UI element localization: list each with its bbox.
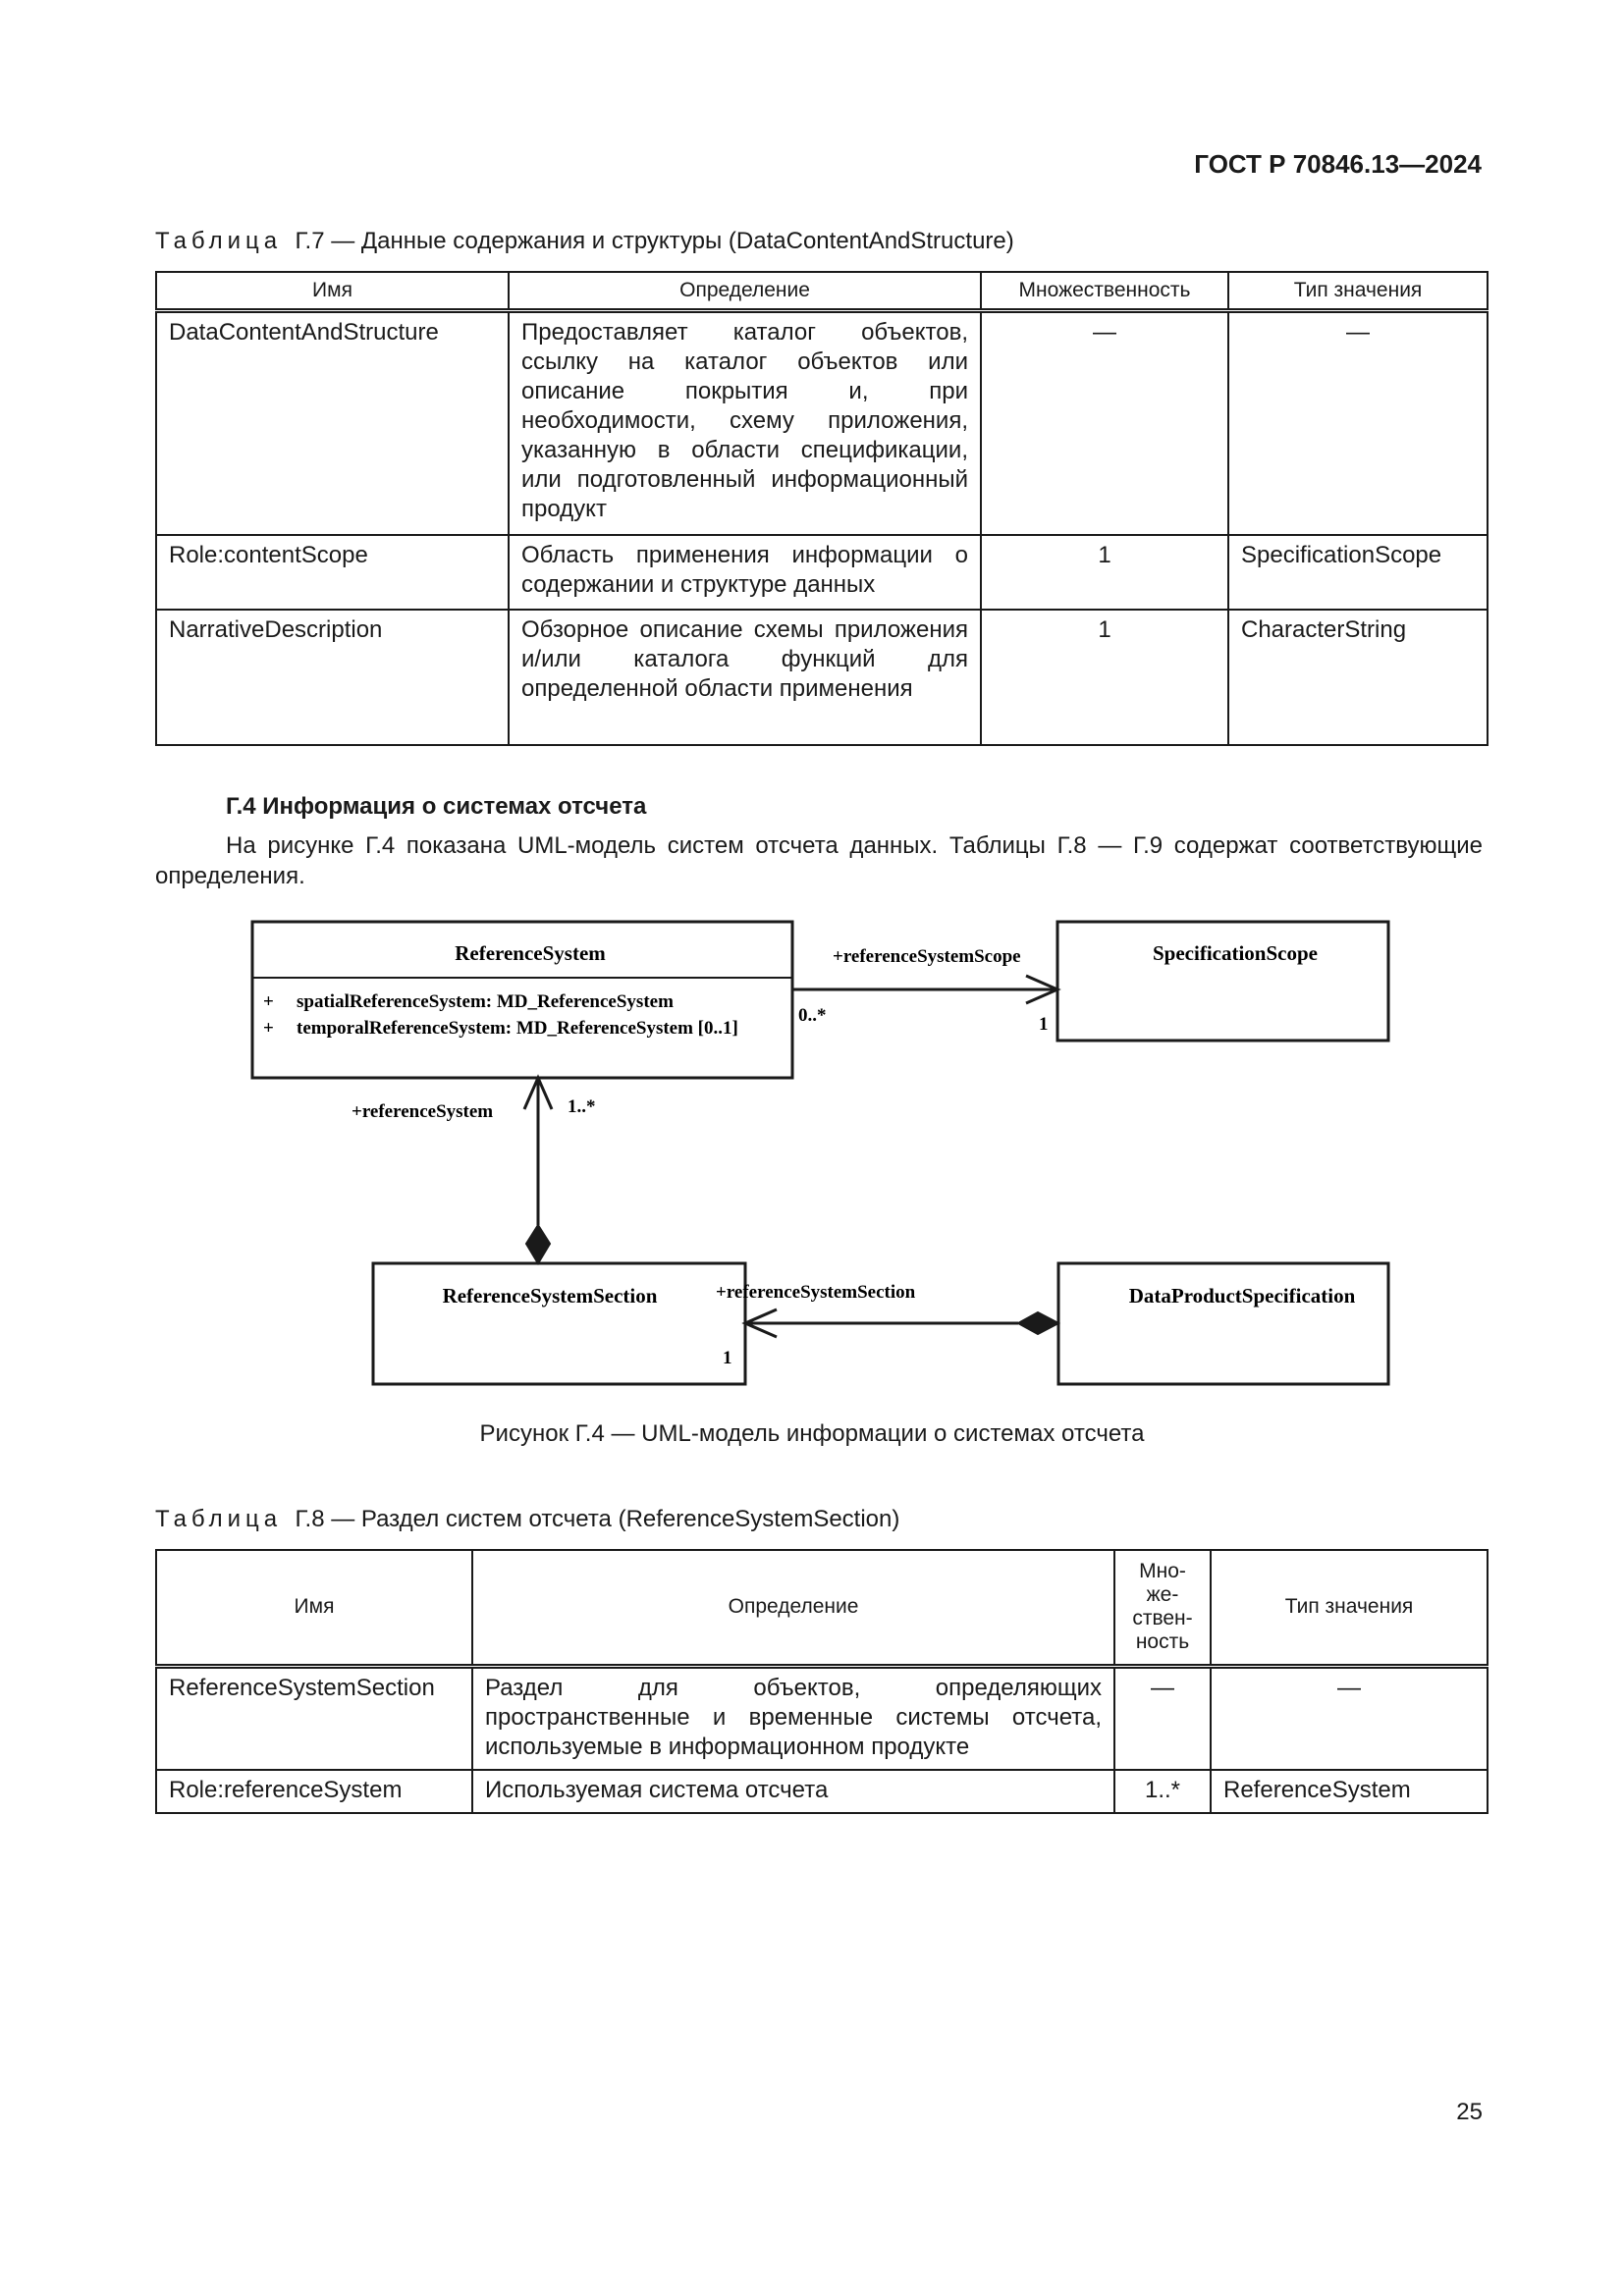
composition-diamond-icon xyxy=(1015,1310,1061,1336)
column-header-name: Имя xyxy=(155,1549,473,1667)
column-header-multiplicity: Множественность xyxy=(980,271,1229,312)
cell-definition: Область применения информации о содержан… xyxy=(508,533,982,611)
multiplicity-section: 1 xyxy=(723,1348,732,1368)
role-reference-system: +referenceSystem xyxy=(352,1101,493,1122)
cell-multiplicity: 1 xyxy=(980,608,1229,746)
class-name-reference-system-section: ReferenceSystemSection xyxy=(443,1284,658,1308)
document-code: ГОСТ Р 70846.13—2024 xyxy=(1194,149,1482,179)
cell-definition: Используемая система отсчета xyxy=(471,1769,1115,1814)
cell-definition: Предоставляет каталог объектов, ссылку н… xyxy=(508,309,982,536)
class-box-reference-system-section xyxy=(371,1261,747,1386)
column-header-value-type: Тип значения xyxy=(1227,271,1489,312)
table-7-caption-text: Г.7 — Данные содержания и структуры (Dat… xyxy=(295,228,1014,254)
arrow-head-icon xyxy=(522,1074,554,1110)
table-row: Role:referenceSystem Используемая систем… xyxy=(155,1769,1489,1814)
figure-caption: Рисунок Г.4 — UML-модель информации о си… xyxy=(479,1420,1145,1447)
arrow-head-icon xyxy=(1025,974,1061,1005)
attribute-temporal-reference-system: temporalReferenceSystem: MD_ReferenceSys… xyxy=(297,1018,738,1039)
cell-value-type: — xyxy=(1227,309,1489,536)
cell-name: ReferenceSystemSection xyxy=(155,1665,473,1771)
role-reference-system-section: +referenceSystemSection xyxy=(716,1282,916,1303)
arrow-head-icon xyxy=(741,1308,778,1339)
role-reference-system-scope: +referenceSystemScope xyxy=(833,946,1021,967)
cell-name: DataContentAndStructure xyxy=(155,309,510,536)
class-name-data-product-specification: DataProductSpecification xyxy=(1129,1284,1356,1308)
cell-multiplicity: — xyxy=(980,309,1229,536)
column-header-name: Имя xyxy=(155,271,510,312)
page-number: 25 xyxy=(1456,2099,1483,2125)
table-7-caption: Таблица Г.7 — Данные содержания и структ… xyxy=(155,228,1014,255)
composition-diamond-icon xyxy=(524,1223,552,1265)
class-box-data-product-specification xyxy=(1056,1261,1390,1386)
cell-name: NarrativeDescription xyxy=(155,608,510,746)
cell-value-type: CharacterString xyxy=(1227,608,1489,746)
cell-multiplicity: — xyxy=(1113,1665,1212,1771)
column-header-definition: Определение xyxy=(471,1549,1115,1667)
column-header-multiplicity: Мно- же- ствен- ность xyxy=(1113,1549,1212,1667)
class-box-specification-scope xyxy=(1056,920,1390,1042)
table-row: NarrativeDescription Обзорное описание с… xyxy=(155,608,1489,746)
table-8-caption: Таблица Г.8 — Раздел систем отсчета (Ref… xyxy=(155,1506,899,1533)
table-row: DataContentAndStructure Предоставляет ка… xyxy=(155,309,1489,536)
multiplicity-scope-target: 1 xyxy=(1039,1014,1049,1035)
cell-value-type: ReferenceSystem xyxy=(1210,1769,1489,1814)
table-row: ReferenceSystemSection Раздел для объект… xyxy=(155,1665,1489,1771)
table-8-caption-text: Г.8 — Раздел систем отсчета (ReferenceSy… xyxy=(295,1506,900,1532)
table-7: Имя Определение Множественность Тип знач… xyxy=(155,271,1489,746)
column-header-definition: Определение xyxy=(508,271,982,312)
table-8-header-row: Имя Определение Мно- же- ствен- ность Ти… xyxy=(155,1549,1489,1667)
class-name-reference-system: ReferenceSystem xyxy=(455,941,606,965)
section-title: Г.4 Информация о системах отсчета xyxy=(226,793,647,820)
table-7-caption-label: Таблица xyxy=(155,228,283,254)
cell-name: Role:contentScope xyxy=(155,533,510,611)
table-row: Role:contentScope Область применения инф… xyxy=(155,533,1489,611)
table-8: Имя Определение Мно- же- ствен- ность Ти… xyxy=(155,1549,1489,1814)
table-7-header-row: Имя Определение Множественность Тип знач… xyxy=(155,271,1489,312)
cell-definition: Раздел для объектов, определяющих простр… xyxy=(471,1665,1115,1771)
multiplicity-reference-system: 1..* xyxy=(568,1096,596,1117)
cell-name: Role:referenceSystem xyxy=(155,1769,473,1814)
attribute-spatial-reference-system: spatialReferenceSystem: MD_ReferenceSyst… xyxy=(297,991,674,1012)
cell-value-type: — xyxy=(1210,1665,1489,1771)
cell-definition: Обзорное описание схемы приложения и/или… xyxy=(508,608,982,746)
multiplicity-scope-source: 0..* xyxy=(798,1005,827,1026)
table-8-caption-label: Таблица xyxy=(155,1506,283,1532)
class-box-reference-system xyxy=(250,920,794,1080)
column-header-value-type: Тип значения xyxy=(1210,1549,1489,1667)
uml-diagram: ReferenceSystem + spatialReferenceSystem… xyxy=(250,920,1390,1386)
attribute-visibility: + xyxy=(263,991,274,1012)
section-paragraph: На рисунке Г.4 показана UML-модель систе… xyxy=(155,832,1483,889)
class-name-specification-scope: SpecificationScope xyxy=(1153,941,1318,965)
attribute-visibility: + xyxy=(263,1018,274,1039)
cell-multiplicity: 1 xyxy=(980,533,1229,611)
cell-multiplicity: 1..* xyxy=(1113,1769,1212,1814)
cell-value-type: SpecificationScope xyxy=(1227,533,1489,611)
